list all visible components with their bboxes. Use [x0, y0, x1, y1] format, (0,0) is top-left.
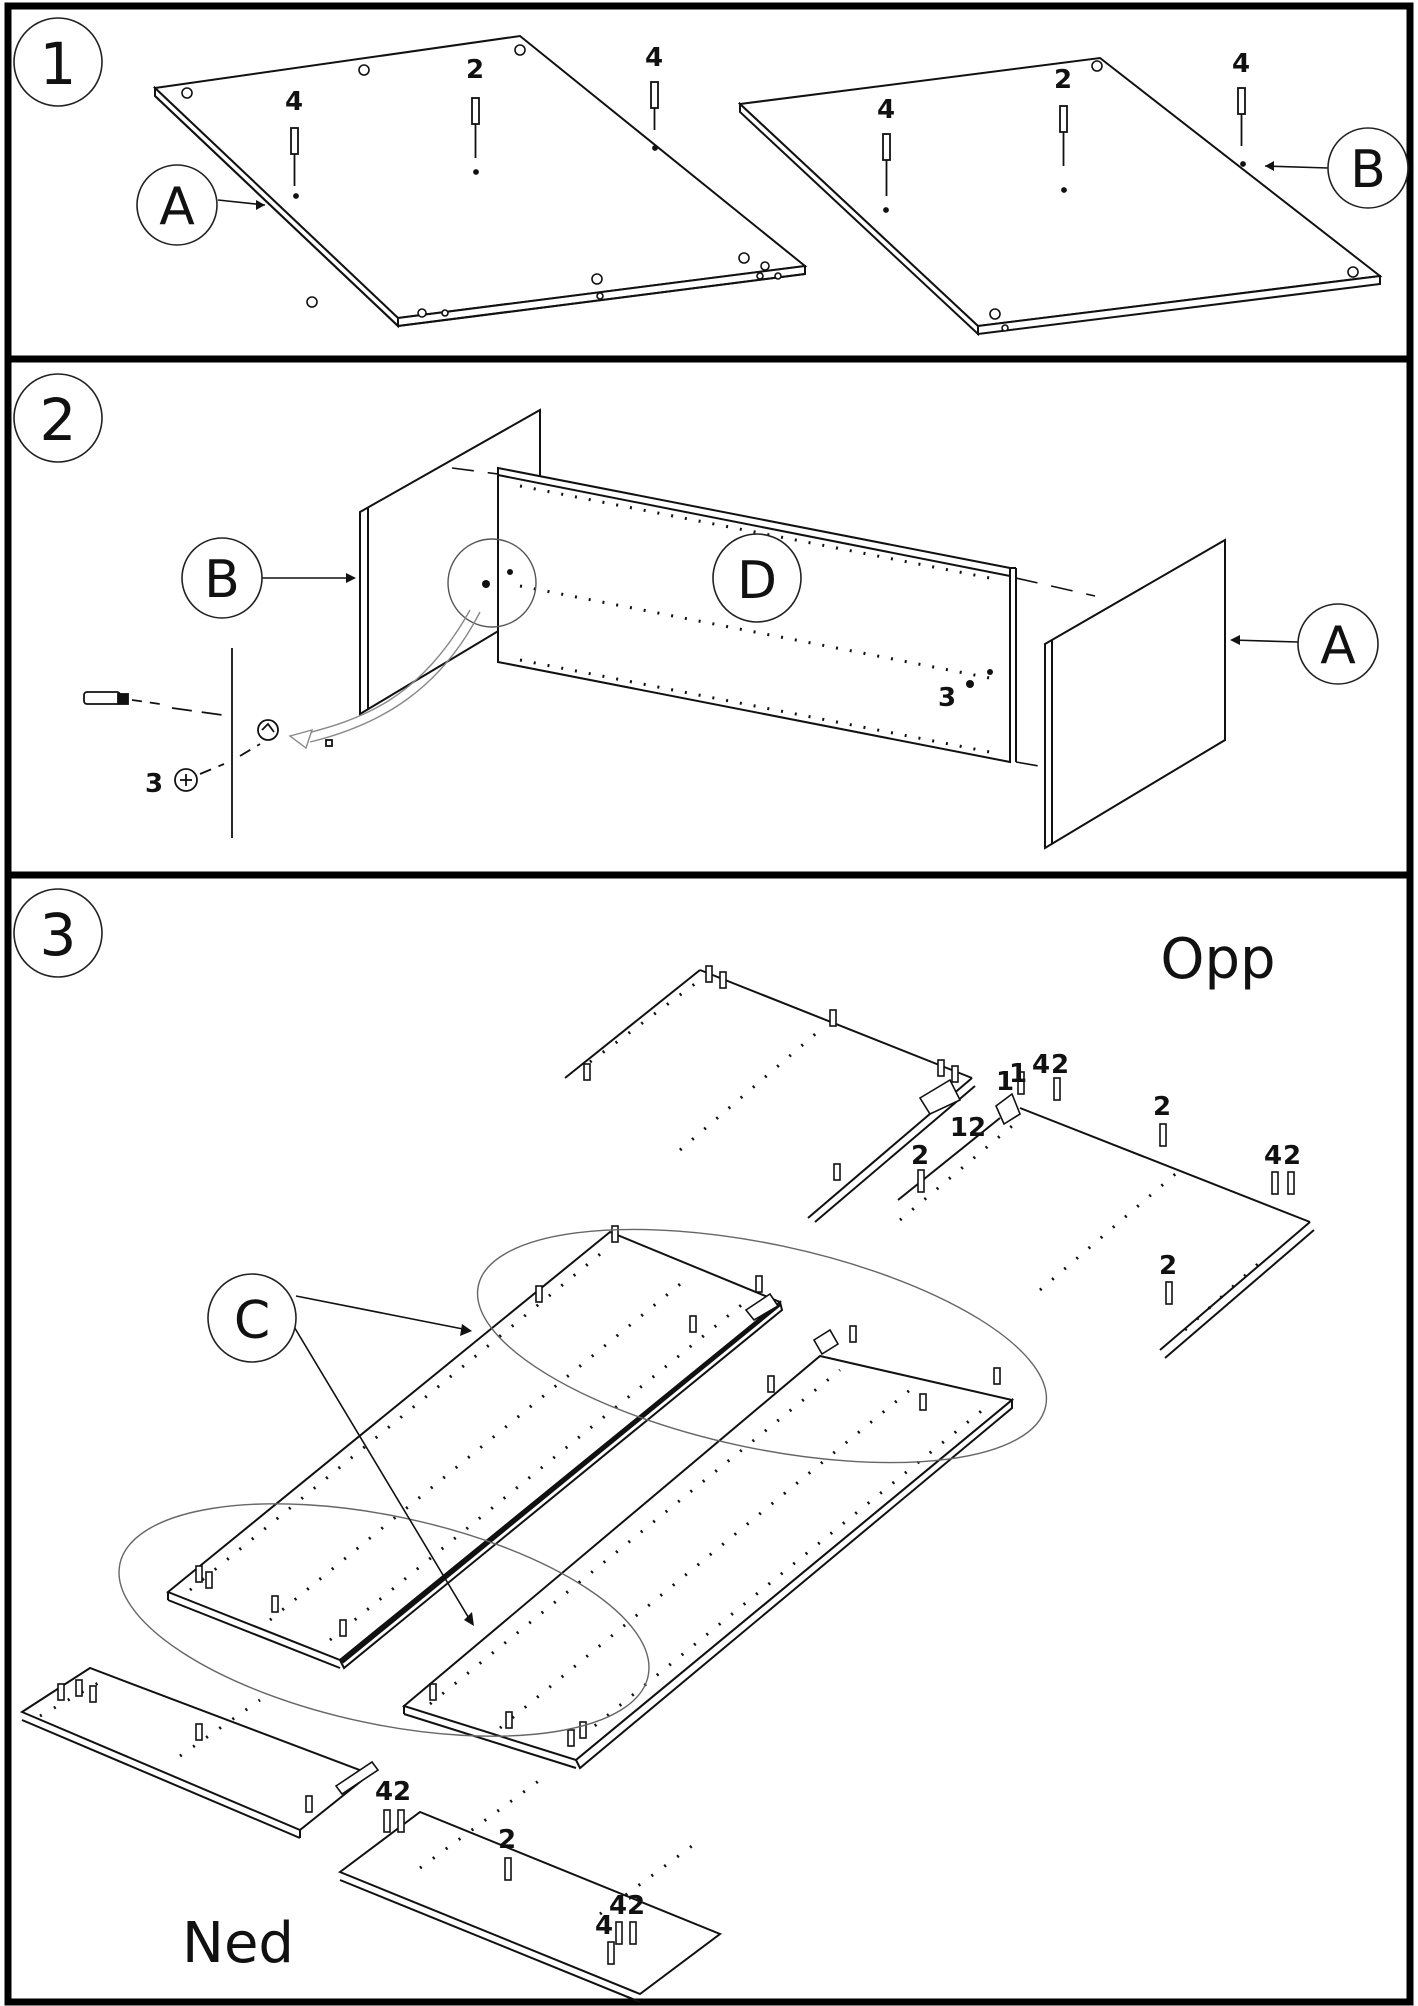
step-2-number: 2 [40, 386, 77, 454]
callout-2: 2 [466, 55, 484, 85]
panel-b-dowels [882, 87, 1246, 213]
callout-2: 2 [1153, 1092, 1171, 1122]
step-3-number: 3 [40, 901, 77, 969]
callout-2: 2 [1054, 65, 1072, 95]
highlight-ellipse-top [476, 1228, 1048, 1464]
cam-lock-detail [83, 648, 333, 838]
callout-2: 2 [1159, 1251, 1177, 1281]
callout-4: 4 [1032, 1050, 1050, 1080]
bottom-panel-dowels [57, 1679, 637, 1965]
step-1-marker: 1 [13, 17, 103, 107]
top-panel-dowels [583, 965, 1295, 1305]
callout-2: 2 [911, 1141, 929, 1171]
middle-board-left [166, 1230, 784, 1670]
label-b-letter: B [204, 550, 240, 610]
step-1-number: 1 [40, 30, 77, 98]
bottom-panel-pin-rows [39, 1680, 701, 1916]
callout-3: 3 [145, 769, 163, 799]
step-2-marker: 2 [13, 373, 103, 463]
callout-1: 1 [996, 1067, 1014, 1097]
callout-4: 4 [1232, 49, 1250, 79]
label-a-step2: A [1230, 603, 1379, 685]
callout-4: 4 [375, 1777, 393, 1807]
callout-4: 4 [645, 43, 663, 73]
side-panel-a [1044, 538, 1226, 850]
callout-2: 2 [627, 1891, 645, 1921]
callout-1: 1 [1009, 1059, 1027, 1089]
label-a-letter: A [159, 177, 195, 237]
label-b-step1: B [1264, 127, 1409, 209]
panel-b-step1 [737, 56, 1383, 337]
outer-frame [4, 2, 1414, 2006]
panel-a-holes [181, 44, 782, 318]
opp-label: Opp [1160, 927, 1275, 992]
label-d: D [712, 533, 802, 623]
ned-callouts: 4 2 2 4 2 4 [375, 1777, 645, 1941]
callout-4: 4 [609, 1891, 627, 1921]
step-3-marker: 3 [13, 888, 103, 978]
callout-4: 4 [595, 1911, 613, 1941]
alignment-lines [451, 467, 1096, 769]
label-d-letter: D [737, 551, 777, 611]
detail-zoom [288, 538, 537, 750]
middle-board-right [401, 1354, 1015, 1770]
label-c-letter: C [234, 1291, 270, 1351]
callout-12: 12 [950, 1113, 986, 1143]
panel-a-dowels [290, 81, 659, 199]
callout-2: 2 [1051, 1050, 1069, 1080]
top-panel-pin-rows [589, 978, 1262, 1332]
label-a-step1: A [136, 164, 266, 246]
callout-2: 2 [1283, 1141, 1301, 1171]
callout-2: 2 [393, 1777, 411, 1807]
ned-label: Ned [182, 1911, 294, 1976]
callout-3: 3 [938, 683, 956, 713]
label-a-letter: A [1320, 616, 1356, 676]
panel-b-holes [989, 60, 1359, 332]
cam-holes-right [966, 669, 993, 688]
middle-board-dowels [195, 1225, 1001, 1747]
shelf-pin-rows [519, 484, 1001, 756]
label-c: C [207, 1273, 474, 1626]
callout-4: 4 [877, 95, 895, 125]
callout-4: 4 [285, 87, 303, 117]
opp-callouts: 1 1 4 2 12 2 2 4 2 2 [911, 1050, 1301, 1281]
callout-2: 2 [498, 1825, 516, 1855]
step2-callouts: 3 3 [145, 683, 956, 799]
panel-b-callouts: 4 2 4 [877, 49, 1250, 125]
highlight-ellipse-bottom [118, 1503, 650, 1737]
label-b-letter: B [1350, 140, 1386, 200]
panel-a-callouts: 4 2 4 [285, 43, 663, 117]
label-b-step2: B [181, 537, 356, 619]
callout-4: 4 [1264, 1141, 1282, 1171]
